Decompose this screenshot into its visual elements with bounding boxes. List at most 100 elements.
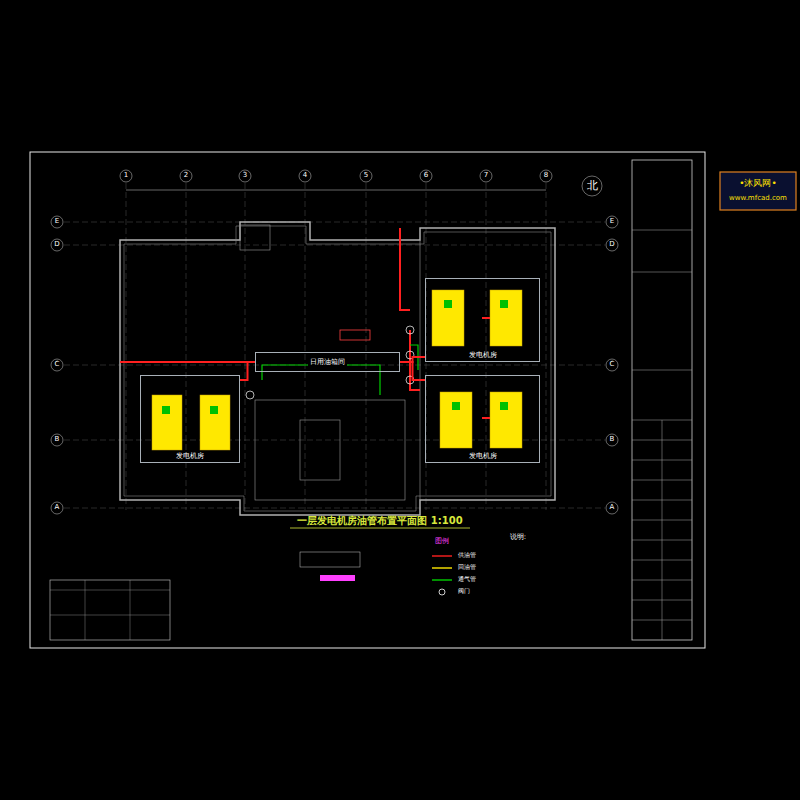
grid-axis-number: 2 <box>184 172 188 180</box>
cad-linework <box>262 365 380 395</box>
legend-text: 通气管 <box>458 576 476 583</box>
cad-linework <box>500 402 508 410</box>
room-label: 发电机房 <box>174 452 206 460</box>
cad-linework <box>406 326 414 334</box>
cad-linework <box>662 420 663 640</box>
cad-linework <box>51 502 63 514</box>
grid-axis-letter: E <box>610 218 614 226</box>
cad-linework <box>720 172 796 210</box>
cad-linework <box>439 589 445 595</box>
cad-linework <box>340 330 370 340</box>
fuel-pipe <box>400 362 425 380</box>
grid-axis-number: 4 <box>303 172 307 180</box>
grid-axis-letter: D <box>54 241 59 249</box>
cad-linework <box>632 230 692 231</box>
grid-axis-letter: C <box>610 361 615 369</box>
grid-axis-letter: A <box>610 504 615 512</box>
grid-axis-number: 5 <box>364 172 368 180</box>
cad-linework <box>50 590 170 591</box>
cad-linework <box>51 434 63 446</box>
cad-linework <box>320 575 355 581</box>
grid-axis-number: 1 <box>124 172 128 180</box>
cad-linework <box>120 228 490 418</box>
cad-linework <box>290 528 470 529</box>
notes-heading: 说明: <box>510 534 526 542</box>
legend-text: 供油管 <box>458 552 476 559</box>
cad-linework <box>240 225 270 250</box>
cad-linework <box>120 170 132 182</box>
room-label: 发电机房 <box>467 351 499 359</box>
drawing-title: 一层发电机房油管布置平面图 1:100 <box>297 515 462 526</box>
cad-linework <box>120 361 255 363</box>
cad-linework <box>360 170 372 182</box>
cad-linework <box>632 160 692 640</box>
cad-linework <box>606 359 618 371</box>
cad-linework <box>480 170 492 182</box>
grid-axis-number: 3 <box>243 172 247 180</box>
cad-linework <box>432 555 452 556</box>
cad-linework <box>540 170 552 182</box>
cad-linework <box>452 402 460 410</box>
cad-linework <box>432 579 452 580</box>
cad-linework <box>432 556 452 580</box>
cad-linework <box>51 239 63 251</box>
north-arrow-label: 北 <box>587 180 598 192</box>
cad-linework <box>64 183 605 510</box>
cad-linework <box>606 434 618 446</box>
grid-axis-letter: C <box>55 361 60 369</box>
grid-axis-number: 7 <box>484 172 488 180</box>
cad-linework <box>51 170 618 514</box>
cad-linework <box>126 190 546 191</box>
cad-linework <box>246 391 254 399</box>
cad-linework <box>64 508 605 509</box>
cad-linework <box>632 230 692 640</box>
cad-linework <box>500 300 508 308</box>
grid-axis-number: 6 <box>424 172 428 180</box>
cad-linework <box>200 395 230 450</box>
cad-linework <box>420 240 421 500</box>
cad-linework <box>432 567 452 568</box>
cad-linework <box>632 370 692 371</box>
cad-linework <box>162 300 508 414</box>
cad-linework <box>490 290 522 346</box>
legend-heading: 图例 <box>435 538 449 546</box>
fuel-pipe <box>240 362 255 380</box>
cad-linework <box>606 216 618 228</box>
cad-linework <box>440 392 472 448</box>
cad-linework <box>632 272 692 273</box>
cad-linework <box>255 400 405 500</box>
cad-linework <box>210 406 218 414</box>
cad-linework <box>582 176 602 196</box>
cad-linework <box>300 420 340 480</box>
cad-linework <box>482 417 490 419</box>
room-outline: 发电机房 <box>425 375 540 463</box>
watermark: •沐风网• <box>739 179 777 189</box>
cad-linework <box>152 290 522 450</box>
room-label: 日用油箱间 <box>308 358 347 366</box>
cad-linework <box>305 183 306 510</box>
cad-linework <box>124 226 551 511</box>
grid-axis-letter: D <box>609 241 614 249</box>
cad-linework <box>299 170 311 182</box>
cad-linework <box>246 326 414 399</box>
room-outline: 日用油箱间 <box>255 352 400 372</box>
cad-linework <box>64 440 605 441</box>
cad-linework <box>400 228 410 310</box>
cad-linework <box>51 216 63 228</box>
cad-linework <box>490 392 522 448</box>
cad-linework <box>30 152 705 648</box>
grid-axis-letter: B <box>610 436 615 444</box>
cad-linework <box>64 222 605 223</box>
cad-linework <box>120 222 555 515</box>
cad-linework <box>64 245 605 246</box>
cad-linework <box>51 359 63 371</box>
cad-linework <box>606 502 618 514</box>
cad-linework <box>50 580 170 640</box>
cad-linework <box>606 239 618 251</box>
cad-linework <box>126 183 127 510</box>
grid-axis-letter: B <box>55 436 60 444</box>
cad-linework <box>300 552 360 567</box>
room-label: 发电机房 <box>467 452 499 460</box>
grid-axis-number: 8 <box>544 172 548 180</box>
